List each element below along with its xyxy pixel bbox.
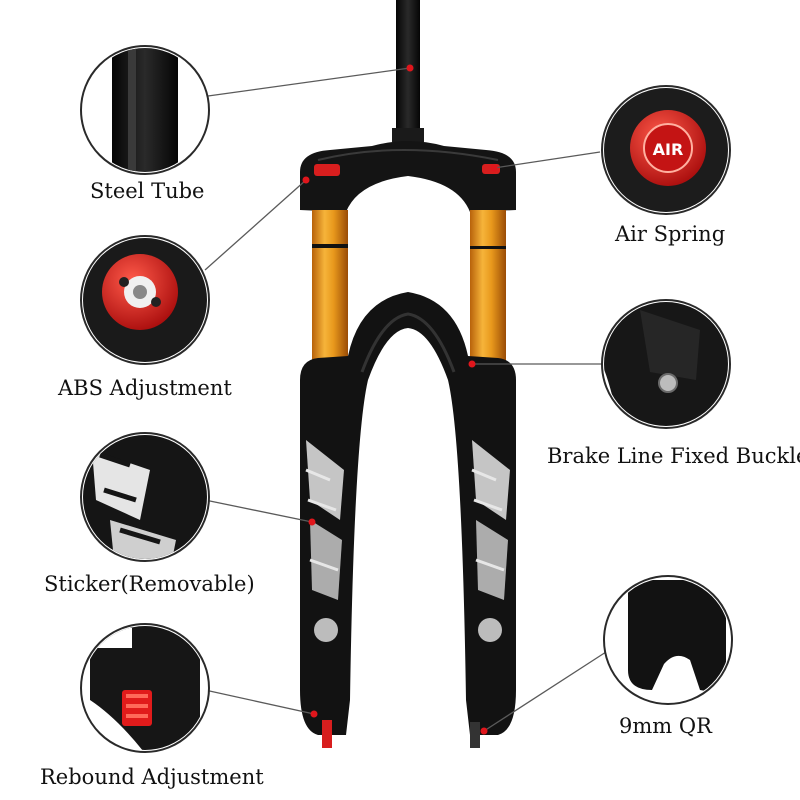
abs-adjustment-label: ABS Adjustment <box>58 376 232 400</box>
detail-brake-line <box>601 299 731 429</box>
detail-9mm-qr <box>603 575 733 705</box>
detail-air-spring: AIR <box>601 85 731 215</box>
svg-text:AIR: AIR <box>653 140 684 159</box>
left-sticker <box>305 440 344 642</box>
fork-lowers <box>300 292 516 735</box>
leader-lines <box>204 67 607 732</box>
left-rebound-knob <box>322 720 332 748</box>
right-stanchion <box>470 210 506 375</box>
marker-brake <box>468 360 476 368</box>
marker-air <box>490 164 498 172</box>
sticker-label: Sticker(Removable) <box>44 572 255 596</box>
detail-sticker <box>80 432 210 562</box>
brake-line-label: Brake Line Fixed Buckle <box>547 444 800 468</box>
crown-highlight <box>317 149 499 161</box>
qr-label: 9mm QR <box>619 714 712 738</box>
left-stanchion <box>312 210 348 375</box>
air-spring-label: Air Spring <box>615 222 726 246</box>
right-dropout-bolt <box>470 722 480 748</box>
steel-tube-label: Steel Tube <box>90 179 205 203</box>
marker-abs <box>302 176 310 184</box>
marker-sticker <box>308 518 316 526</box>
rebound-adjustment-label: Rebound Adjustment <box>40 765 264 789</box>
right-oring <box>470 246 506 249</box>
marker-rebound <box>310 710 318 718</box>
detail-rebound-adjustment <box>80 623 210 753</box>
steerer-base <box>392 128 424 142</box>
callout-markers <box>302 64 498 735</box>
detail-abs-adjustment <box>80 235 210 365</box>
marker-qr <box>480 727 488 735</box>
right-sticker <box>471 440 510 642</box>
marker-steel-tube <box>406 64 414 72</box>
fork-crown <box>300 141 516 212</box>
left-oring <box>312 244 348 248</box>
detail-steel-tube <box>80 45 210 175</box>
abs-knob-cap <box>314 164 340 176</box>
arch-highlight <box>360 312 456 373</box>
